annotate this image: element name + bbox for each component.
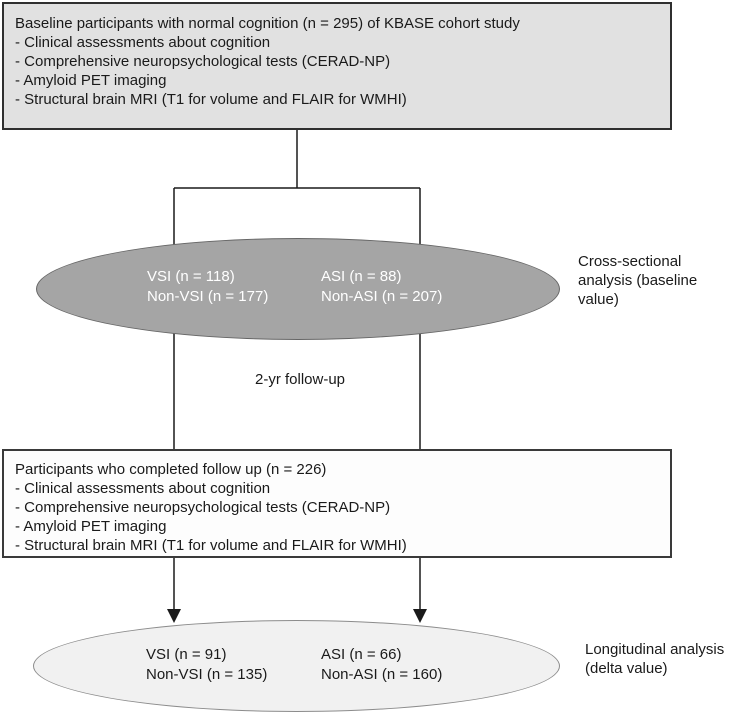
baseline-asi-count: ASI (n = 88) (321, 268, 402, 285)
longitudinal-nonvsi-count: Non-VSI (n = 135) (146, 666, 268, 683)
cross-sectional-analysis-label: Cross-sectional analysis (baseline value… (578, 252, 697, 309)
baseline-participants-box: Baseline participants with normal cognit… (2, 2, 672, 130)
followup-participants-box: Participants who completed follow up (n … (2, 449, 672, 558)
cross-sectional-label-line: analysis (baseline (578, 272, 698, 289)
longitudinal-nonasi-count: Non-ASI (n = 160) (321, 666, 443, 683)
followup-box-title: Participants who completed follow up (n … (15, 461, 327, 478)
longitudinal-vsi-count: VSI (n = 91) (146, 646, 227, 663)
cross-sectional-label-line: Cross-sectional (578, 253, 682, 270)
followup-box-item: - Clinical assessments about cognition (15, 480, 271, 497)
longitudinal-vsi-column: VSI (n = 91) Non-VSI (n = 135) (146, 645, 267, 685)
baseline-nonasi-count: Non-ASI (n = 207) (321, 288, 443, 305)
baseline-box-item: - Clinical assessments about cognition (15, 34, 271, 51)
cross-sectional-label-line: value) (578, 291, 619, 308)
arrow-right-head-icon (413, 609, 427, 623)
longitudinal-label-line: (delta value) (585, 660, 668, 677)
baseline-box-item: - Amyloid PET imaging (15, 72, 167, 89)
baseline-box-item: - Comprehensive neuropsychological tests… (15, 53, 391, 70)
baseline-box-title: Baseline participants with normal cognit… (15, 15, 520, 32)
longitudinal-groups-ellipse: VSI (n = 91) Non-VSI (n = 135) ASI (n = … (33, 620, 560, 712)
longitudinal-label-line: Longitudinal analysis (585, 641, 725, 658)
baseline-nonvsi-count: Non-VSI (n = 177) (147, 288, 269, 305)
longitudinal-asi-column: ASI (n = 66) Non-ASI (n = 160) (321, 645, 442, 685)
followup-interval-label: 2-yr follow-up (254, 371, 346, 388)
followup-box-item: - Structural brain MRI (T1 for volume an… (15, 537, 407, 554)
followup-box-item: - Comprehensive neuropsychological tests… (15, 499, 391, 516)
baseline-vsi-column: VSI (n = 118) Non-VSI (n = 177) (147, 267, 268, 307)
baseline-asi-column: ASI (n = 88) Non-ASI (n = 207) (321, 267, 442, 307)
baseline-vsi-count: VSI (n = 118) (147, 268, 235, 285)
arrow-left-head-icon (167, 609, 181, 623)
baseline-box-item: - Structural brain MRI (T1 for volume an… (15, 91, 407, 108)
longitudinal-asi-count: ASI (n = 66) (321, 646, 402, 663)
longitudinal-analysis-label: Longitudinal analysis (delta value) (585, 640, 724, 678)
followup-box-item: - Amyloid PET imaging (15, 518, 167, 535)
baseline-groups-ellipse: VSI (n = 118) Non-VSI (n = 177) ASI (n =… (36, 238, 560, 340)
